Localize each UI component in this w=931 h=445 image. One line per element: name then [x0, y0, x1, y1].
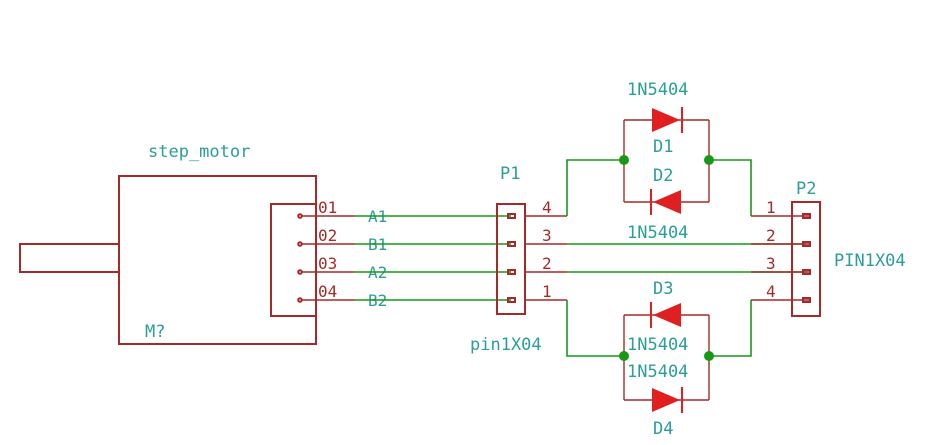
pin-end-marker: [297, 297, 303, 303]
connector-p1: P1 pin1X04 4 3 2 1: [470, 164, 567, 355]
d3-reference: D3: [653, 279, 673, 299]
p1-pin-number: 2: [542, 254, 552, 273]
connector-p2: P2 PIN1X04 1 2 3 4: [751, 179, 906, 317]
motor-to-p1-wires: [355, 215, 511, 301]
p1-pin-number: 1: [542, 282, 552, 301]
wire: [566, 159, 624, 216]
diode-d3-icon: [653, 303, 681, 327]
p2-pin-number: 1: [766, 198, 776, 217]
motor-pin-number: 01: [318, 198, 337, 217]
wire: [709, 159, 752, 216]
junction-dot: [704, 351, 714, 361]
motor-body: [118, 175, 317, 345]
motor-reference: M?: [145, 322, 165, 342]
junction-dot: [619, 351, 629, 361]
p1-pin-pad: [507, 241, 516, 247]
diode-d4-icon: [652, 388, 680, 412]
d1-reference: D1: [653, 137, 673, 157]
d2-reference: D2: [653, 166, 673, 186]
motor-shaft: [19, 243, 120, 273]
junction-dot: [704, 155, 714, 165]
p1-body: [496, 203, 526, 315]
d2-value: 1N5404: [627, 223, 688, 243]
junction-dot: [619, 155, 629, 165]
p1-value: pin1X04: [470, 335, 542, 355]
p1-pin-pad: [507, 297, 516, 303]
p2-pin-pad: [802, 297, 811, 303]
p1-pin-pad: [507, 269, 516, 275]
net-labels: A1 B1 A2 B2: [368, 207, 387, 310]
p2-pin-pad: [802, 241, 811, 247]
pin-end-marker: [297, 213, 303, 219]
p1-pin-number: 3: [542, 226, 552, 245]
p2-pin-number: 4: [766, 282, 776, 301]
lower-diode-pair: D3 1N5404 1N5404 D4: [566, 279, 752, 439]
motor-value: step_motor: [148, 142, 250, 162]
p2-pin-number: 3: [766, 254, 776, 273]
p1-pin-pad: [507, 213, 516, 219]
d3-value: 1N5404: [627, 335, 688, 355]
motor-symbol: step_motor M? 01 02 03 04: [19, 142, 355, 345]
motor-pin-number: 04: [318, 282, 337, 301]
wire: [709, 300, 752, 357]
p2-pin-number: 2: [766, 226, 776, 245]
diode-d2-icon: [653, 190, 681, 214]
pin-end-marker: [297, 269, 303, 275]
p1-reference: P1: [500, 164, 520, 184]
p2-body: [791, 201, 821, 317]
p2-value: PIN1X04: [834, 251, 906, 271]
motor-pin-number: 02: [318, 226, 337, 245]
d4-reference: D4: [653, 419, 673, 439]
d1-value: 1N5404: [627, 80, 688, 100]
motor-pin-number: 03: [318, 254, 337, 273]
p1-pin-number: 4: [542, 198, 552, 217]
diode-d1-icon: [652, 108, 680, 132]
upper-diode-pair: 1N5404 D1 D2 1N5404: [566, 80, 752, 243]
p2-reference: P2: [796, 179, 816, 199]
p2-pin-pad: [802, 269, 811, 275]
pin-end-marker: [297, 241, 303, 247]
motor-connector-box: [270, 203, 317, 317]
wire: [566, 300, 624, 357]
p2-pin-pad: [802, 213, 811, 219]
d4-value: 1N5404: [627, 362, 688, 382]
